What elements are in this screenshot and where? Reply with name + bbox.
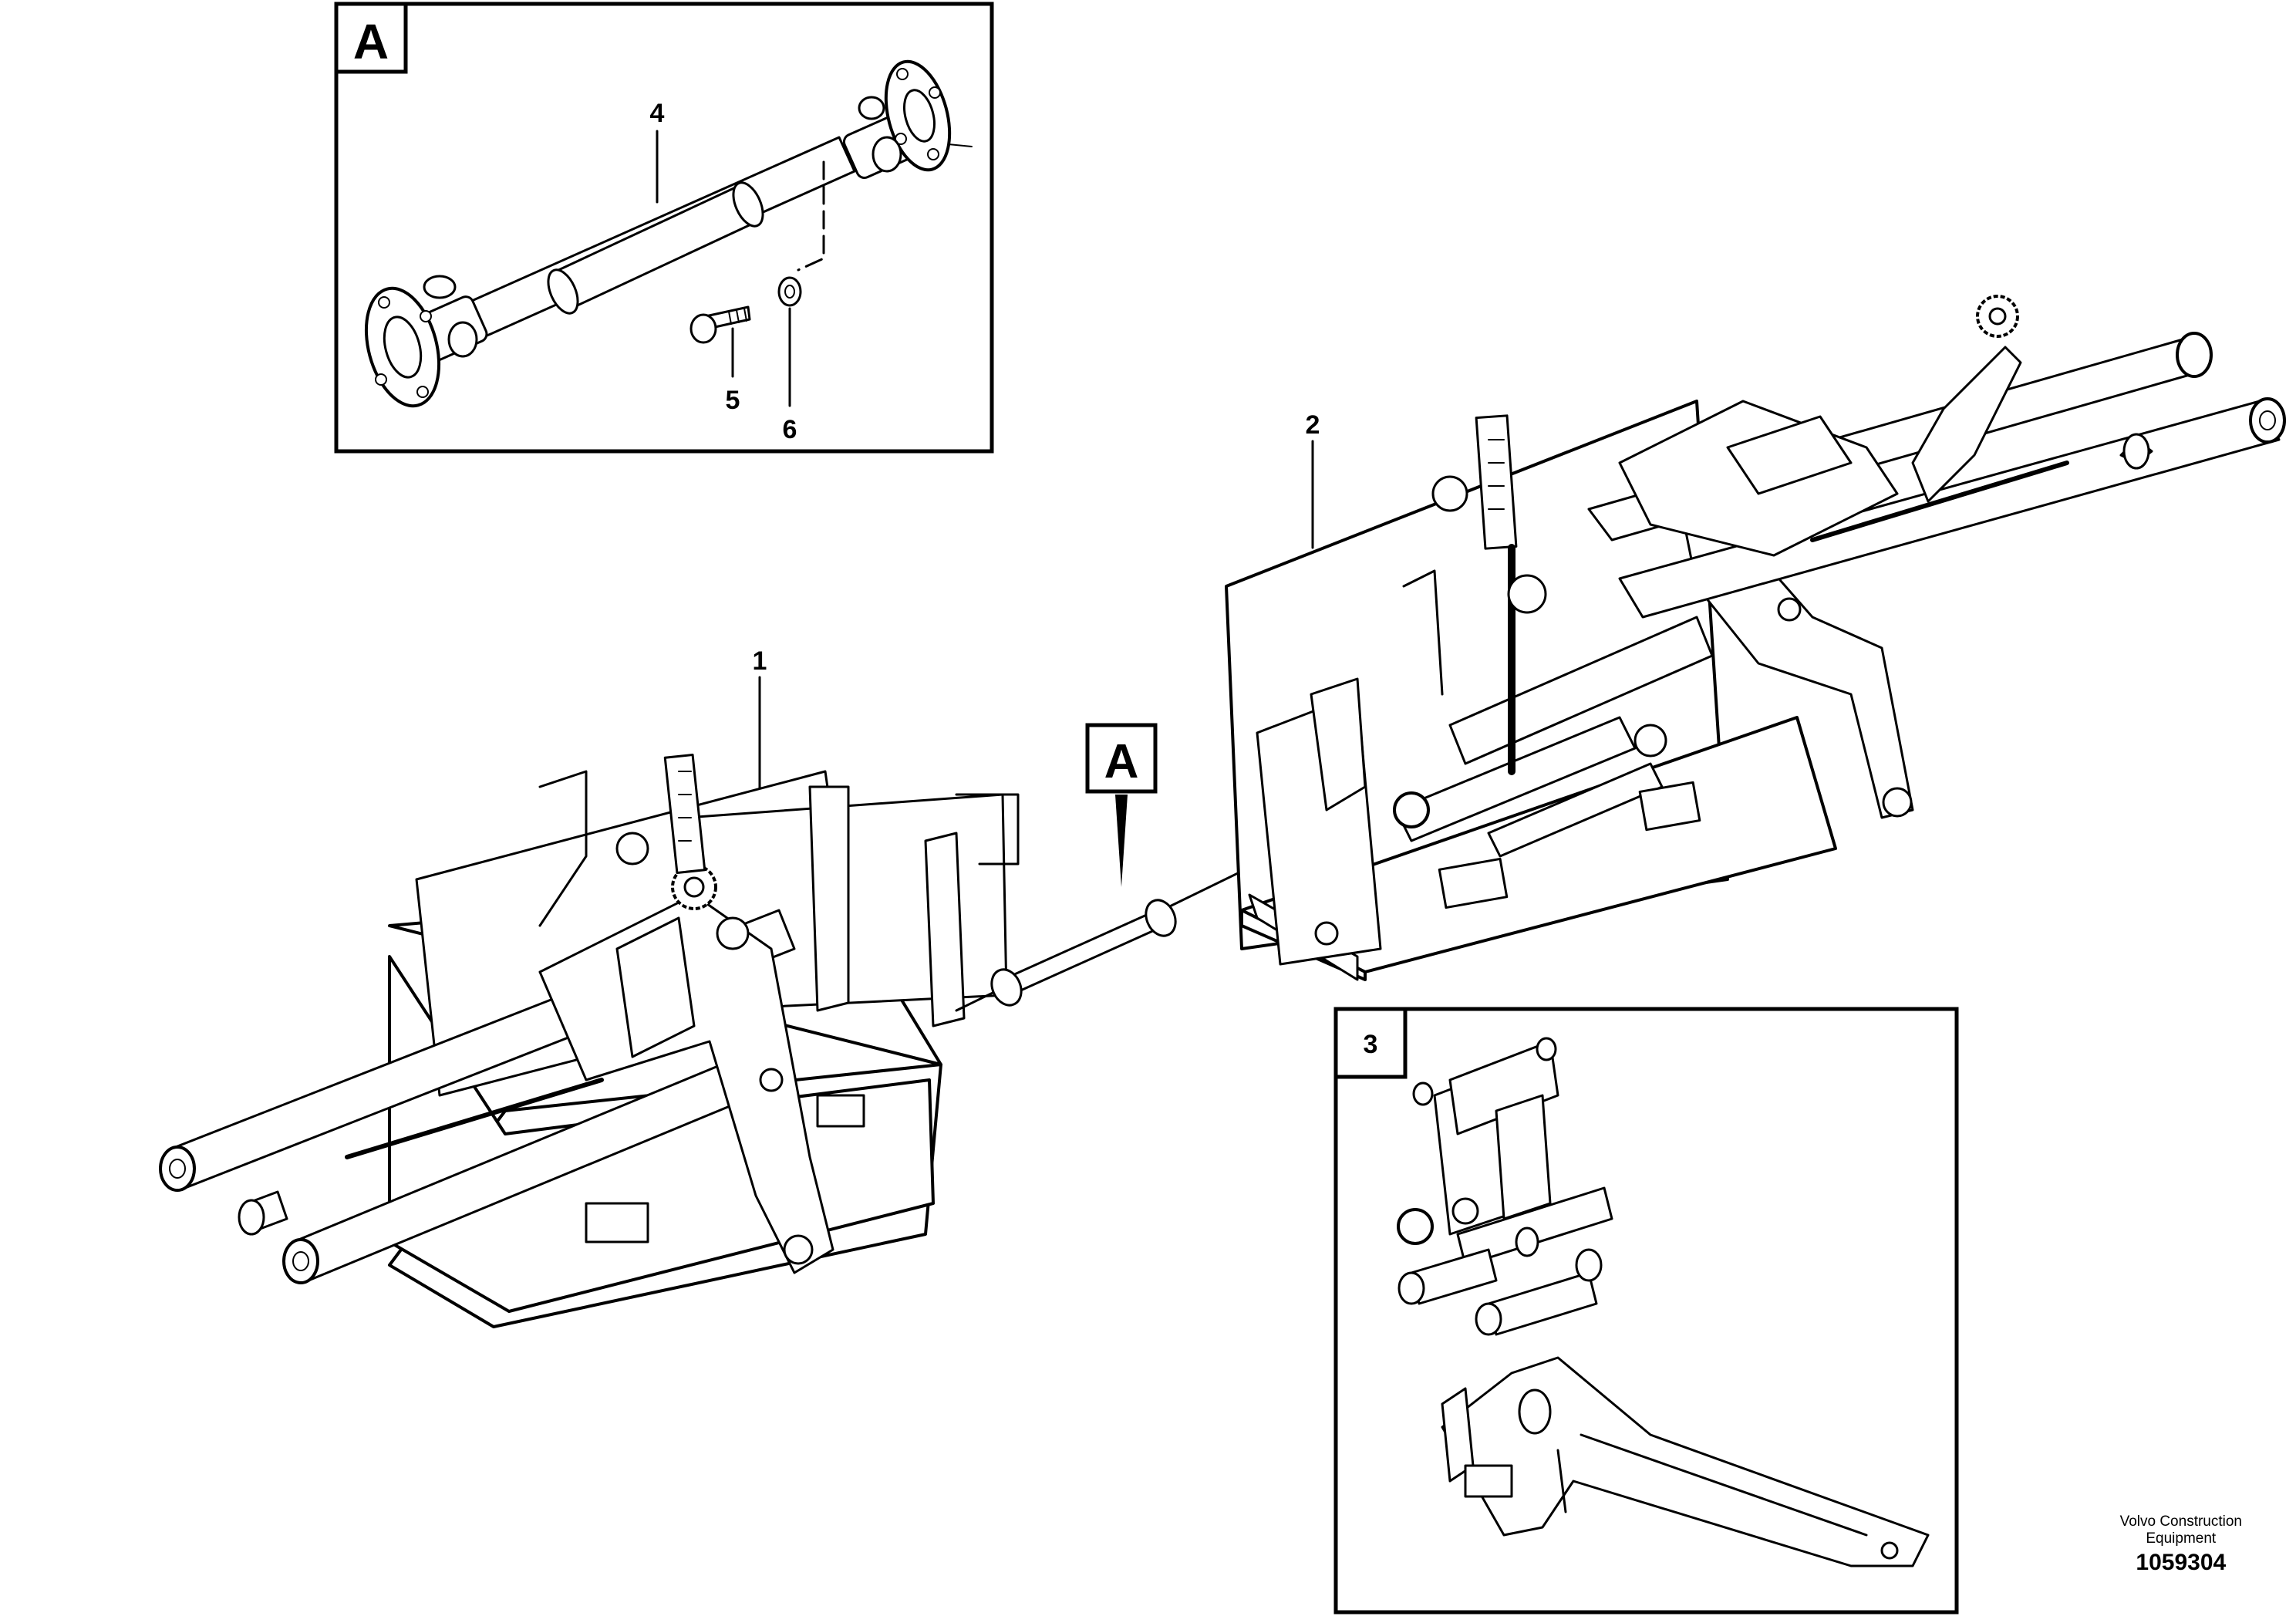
inset-3: 3 [1333,1007,1959,1615]
washer [777,276,802,307]
callout-1: 1 [753,646,767,676]
inset-a-label: A [353,14,389,69]
detail-marker-a: A [1085,723,1158,887]
drawing-number: 1059304 [2136,1550,2227,1575]
callout-6: 6 [783,415,797,444]
inset-a: A [334,2,994,454]
publisher-credit: Volvo Construction Equipment 1059304 [2120,1513,2242,1578]
frame-2 [1225,295,2286,981]
inset-a-label-box [334,2,408,74]
credit-line-2: Equipment [2146,1530,2217,1547]
detail-marker-a-box [1085,723,1158,794]
callout-2: 2 [1306,410,1320,440]
inset-3-label-box [1333,1007,1408,1079]
bolt [689,305,751,344]
drive-shaft [364,59,973,408]
centre-shaft [955,855,1274,1012]
callout-5: 5 [726,386,740,415]
credit-line-1: Volvo Construction [2119,1513,2242,1530]
detail-marker-a-label: A [1104,735,1139,788]
callout-4: 4 [650,99,665,128]
frame-1 [159,754,1020,1328]
inset-3-label: 3 [1364,1030,1378,1059]
